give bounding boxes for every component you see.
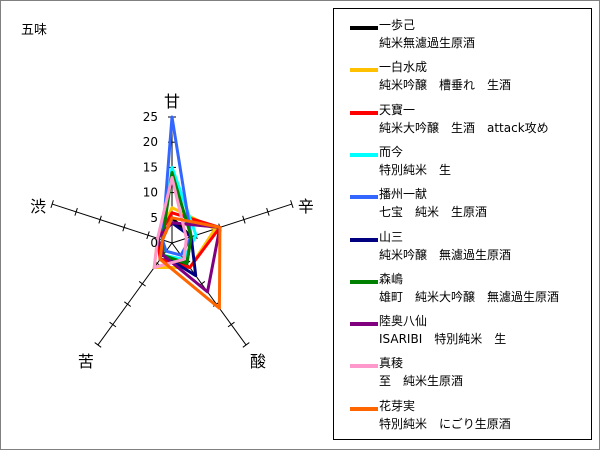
legend-entry: 而今特別純米 生	[334, 139, 589, 184]
radar-tick-mark	[50, 200, 54, 209]
legend-series-name: 陸奥八仙	[379, 314, 428, 329]
axis-label-2: 酸	[250, 352, 266, 371]
legend-entry: 陸奥八仙 ISARIBI 特別純米 生	[334, 308, 589, 353]
legend-swatch	[350, 406, 378, 411]
radar-tick-mark	[290, 200, 294, 209]
legend-series-name: 花芽実	[379, 398, 416, 413]
legend-series-desc: 七宝 純米 生原酒	[379, 205, 488, 220]
legend-series-desc: 雄町 純米大吟醸 無濾過生原酒	[379, 289, 560, 304]
legend-swatch	[350, 152, 378, 157]
radar-tick-mark	[98, 215, 102, 224]
legend-entry: 森嶋雄町 純米大吟醸 無濾過生原酒	[334, 266, 589, 311]
legend-series-desc: 特別純米 生	[379, 162, 452, 177]
radar-tick-mark	[124, 301, 132, 307]
legend-series-desc: 純米無濾過生原酒	[379, 36, 476, 50]
legend-entry: 花芽実特別純米 にごり生原酒	[334, 393, 589, 438]
radar-tick-mark	[109, 321, 117, 328]
radar-tick-mark	[74, 207, 78, 216]
legend-series-desc: 至 純米生原酒	[379, 374, 464, 389]
legend-series-desc: 純米吟醸 無濾過生原酒	[379, 247, 512, 262]
legend-swatch	[350, 237, 378, 242]
radial-tick-label: 5	[150, 211, 158, 225]
radial-tick-label: 15	[143, 160, 158, 174]
legend-series-name: 一白水成	[379, 60, 428, 75]
axis-label-1: 辛	[298, 197, 314, 216]
radial-tick-label: 10	[143, 186, 158, 200]
legend-entry: 山三純米吟醸 無濾過生原酒	[334, 224, 589, 269]
legend-swatch	[350, 364, 378, 369]
series-line-9	[158, 216, 222, 310]
legend-entry: 播州一献七宝 純米 生原酒	[334, 181, 589, 226]
legend-entry: 天寶一純米大吟醸 生酒 attack攻め	[334, 97, 589, 142]
legend-series-desc: 純米吟醸 槽垂れ 生酒	[379, 78, 512, 93]
legend-swatch	[350, 68, 378, 73]
radar-tick-mark	[266, 207, 270, 216]
series-line-8	[152, 176, 188, 269]
legend-series-name: 播州一献	[379, 187, 428, 202]
legend-swatch	[350, 110, 378, 115]
legend-swatch	[350, 26, 378, 30]
radial-tick-label: 20	[143, 135, 158, 149]
legend-series-desc: 純米大吟醸 生酒 attack攻め	[379, 120, 549, 135]
radial-tick-label: 0	[150, 236, 158, 250]
chart-title: 五味	[21, 23, 48, 38]
legend-entry: 一歩己純米無濾過生原酒	[334, 12, 589, 57]
legend-swatch	[350, 195, 378, 200]
legend-series-desc: 特別純米 にごり生原酒	[379, 416, 511, 431]
legend-entry: 真稜至 純米生原酒	[334, 350, 589, 395]
legend-series-name: 森嶋	[379, 271, 404, 286]
radar-tick-mark	[146, 231, 150, 240]
legend-swatch	[350, 322, 378, 327]
radar-tick-mark	[227, 321, 235, 328]
radar-tick-mark	[138, 281, 146, 287]
radar-tick-mark	[242, 342, 250, 348]
legend-series-name: 山三	[379, 229, 404, 244]
legend: 一歩己純米無濾過生原酒一白水成純米吟醸 槽垂れ 生酒天寶一純米大吟醸 生酒 at…	[333, 8, 592, 440]
radar-tick-mark	[242, 215, 246, 224]
axis-label-0: 甘	[164, 92, 180, 111]
legend-series-name: 真稜	[379, 356, 404, 371]
legend-entry: 一白水成純米吟醸 槽垂れ 生酒	[334, 54, 589, 99]
legend-swatch	[350, 279, 378, 284]
series-line-6	[160, 170, 193, 265]
radar-axis-line	[52, 203, 173, 244]
legend-series-name: 而今	[379, 144, 404, 159]
legend-series-name: 天寶一	[379, 102, 416, 117]
legend-series-name: 一歩己	[379, 18, 416, 32]
axis-label-3: 苦	[78, 352, 94, 371]
axis-label-4: 渋	[30, 197, 46, 216]
radar-tick-mark	[122, 223, 126, 232]
legend-series-desc: ISARIBI 特別純米 生	[379, 332, 507, 347]
radar-chart: 0 5 10 15 20 25 甘辛酸 苦 渋	[30, 92, 314, 371]
radar-tick-mark	[94, 342, 102, 348]
radial-tick-label: 25	[143, 110, 158, 124]
